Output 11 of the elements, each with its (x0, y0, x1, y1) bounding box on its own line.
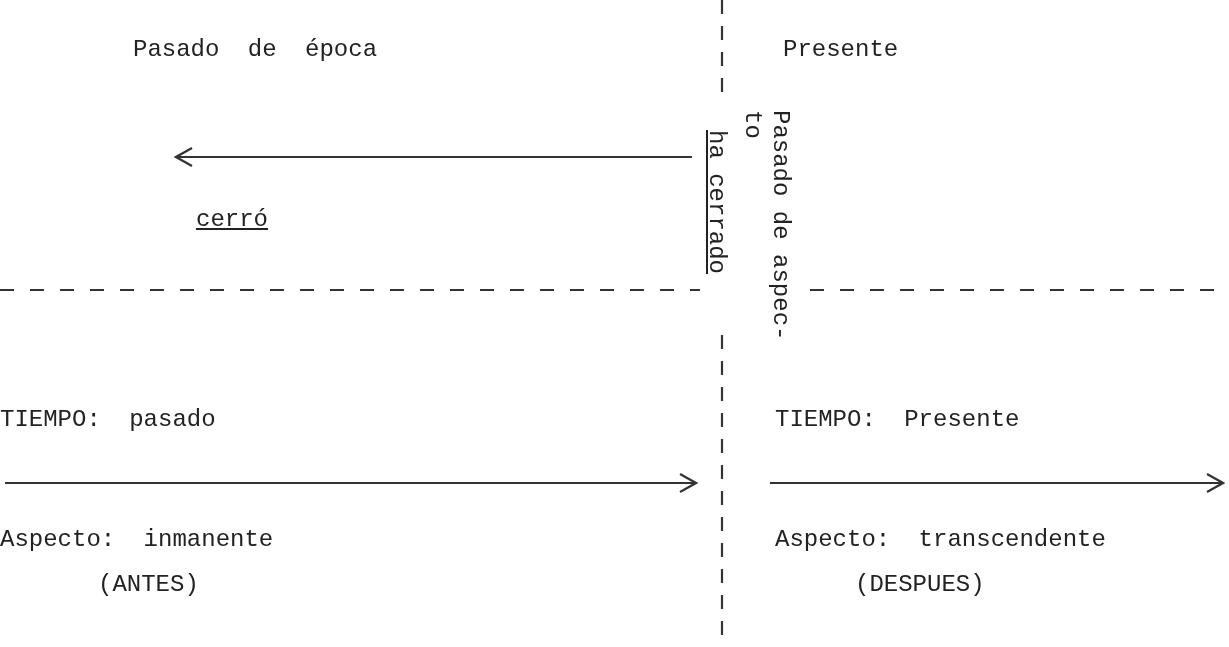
label-text: Aspecto: transcendente (775, 526, 1106, 554)
label-text: cerró (196, 206, 268, 234)
label-text: TIEMPO: Presente (775, 406, 1020, 434)
label-text: TIEMPO: pasado (0, 406, 216, 434)
label-text: Presente (783, 36, 899, 64)
label-text: Aspecto: inmanente (0, 526, 274, 554)
label-text: Pasado de época (133, 36, 378, 64)
label-text: (DESPUES) (855, 571, 985, 599)
label-text: (ANTES) (98, 571, 199, 599)
label-text: Pasado de aspec-to (738, 110, 794, 343)
label-text: ha cerrado (702, 130, 730, 277)
